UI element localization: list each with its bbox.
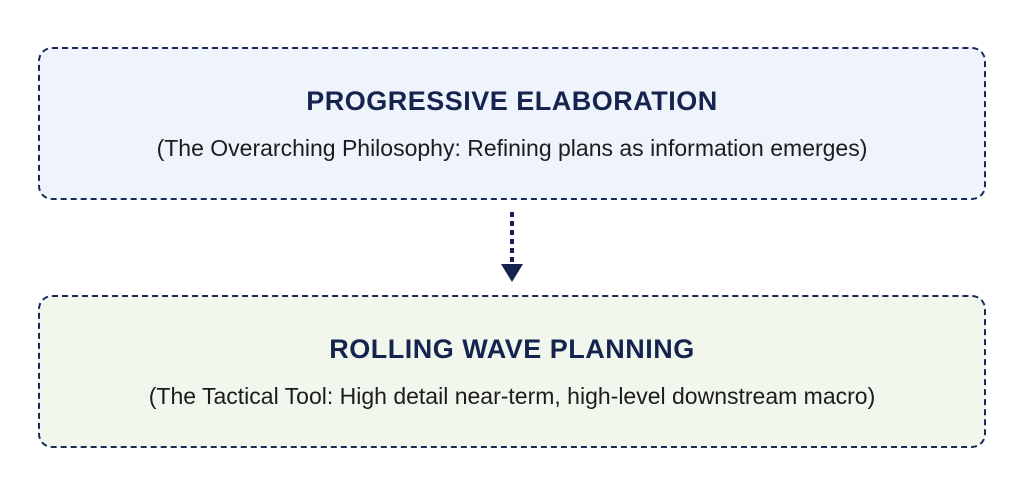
rolling-wave-planning-box: ROLLING WAVE PLANNING (The Tactical Tool… bbox=[38, 295, 986, 448]
rolling-wave-planning-title: ROLLING WAVE PLANNING bbox=[329, 333, 695, 364]
progressive-elaboration-box: PROGRESSIVE ELABORATION (The Overarching… bbox=[38, 47, 986, 200]
down-arrow-icon bbox=[501, 212, 523, 282]
progressive-elaboration-subtitle: (The Overarching Philosophy: Refining pl… bbox=[156, 134, 868, 161]
arrow-head bbox=[501, 264, 523, 282]
rolling-wave-planning-subtitle: (The Tactical Tool: High detail near-ter… bbox=[148, 382, 876, 409]
progressive-elaboration-title: PROGRESSIVE ELABORATION bbox=[306, 85, 718, 116]
